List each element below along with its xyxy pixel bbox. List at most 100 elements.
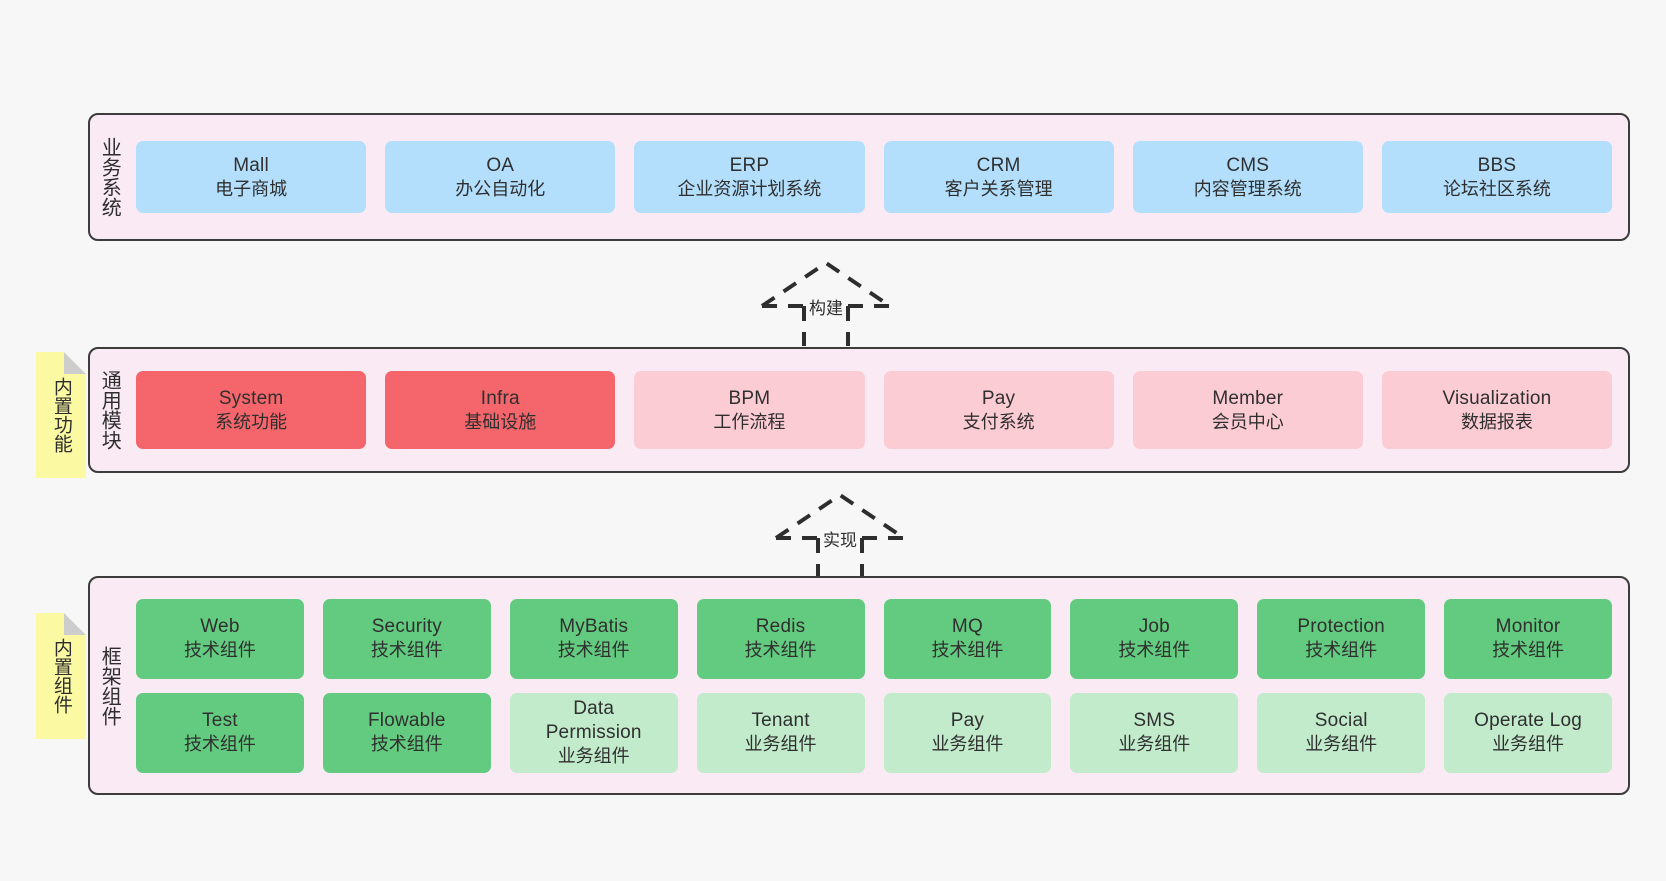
card-monitor[interactable]: Monitor 技术组件 xyxy=(1444,598,1612,679)
layer-business-system[interactable]: 业务系统 Mall 电子商城 OA 办公自动化 ERP 企业资源计划系统 CRM… xyxy=(88,113,1630,241)
note-fold-corner-icon xyxy=(64,352,86,374)
card-title-cn: 技术组件 xyxy=(370,734,443,755)
card-title-en: Member xyxy=(1212,387,1284,409)
card-mq[interactable]: MQ 技术组件 xyxy=(883,598,1052,679)
card-infra[interactable]: Infra 基础设施 xyxy=(385,371,616,449)
arrow-implement: 实现 xyxy=(770,490,920,578)
card-title-en: OA xyxy=(486,154,515,176)
card-title-en: Monitor xyxy=(1495,616,1561,638)
layer-body-common-module: System 系统功能 Infra 基础设施 BPM 工作流程 Pay 支付系统… xyxy=(128,349,1628,471)
card-operate-log[interactable]: Operate Log 业务组件 xyxy=(1444,692,1612,773)
card-title-cn: 论坛社区系统 xyxy=(1442,178,1551,199)
card-title-en: CRM xyxy=(976,154,1021,176)
card-title-cn: 系统功能 xyxy=(215,411,288,432)
card-member[interactable]: Member 会员中心 xyxy=(1132,371,1363,449)
card-flowable[interactable]: Flowable 技术组件 xyxy=(322,692,491,773)
sticky-note-builtin-component: 内置组件 xyxy=(36,613,86,739)
card-title-en: Protection xyxy=(1297,616,1385,638)
card-crm[interactable]: CRM 客户关系管理 xyxy=(883,141,1114,213)
card-title-en: Flowable xyxy=(367,710,446,732)
card-title-en: Pay xyxy=(950,710,985,732)
card-bpm[interactable]: BPM 工作流程 xyxy=(634,371,865,449)
card-title-cn: 业务组件 xyxy=(744,734,817,755)
card-row: System 系统功能 Infra 基础设施 BPM 工作流程 Pay 支付系统… xyxy=(136,371,1613,449)
card-tenant[interactable]: Tenant 业务组件 xyxy=(696,692,865,773)
card-sms[interactable]: SMS 业务组件 xyxy=(1070,692,1239,773)
card-title-cn: 技术组件 xyxy=(370,640,443,661)
card-title-cn: 技术组件 xyxy=(744,640,817,661)
card-protection[interactable]: Protection 技术组件 xyxy=(1257,598,1426,679)
arrow-build: 构建 xyxy=(756,258,906,346)
card-oa[interactable]: OA 办公自动化 xyxy=(385,141,616,213)
card-title-en: Tenant xyxy=(751,710,810,732)
card-title-en: Social xyxy=(1314,710,1368,732)
card-title-cn: 内容管理系统 xyxy=(1193,178,1302,199)
card-title-en: ERP xyxy=(729,154,770,176)
card-cms[interactable]: CMS 内容管理系统 xyxy=(1132,141,1363,213)
card-mybatis[interactable]: MyBatis 技术组件 xyxy=(509,598,678,679)
card-title-cn: 企业资源计划系统 xyxy=(677,178,822,199)
card-title-cn: 数据报表 xyxy=(1460,411,1533,432)
card-title-en: System xyxy=(218,387,284,409)
card-title-en: MyBatis xyxy=(559,616,629,638)
card-title-cn: 工作流程 xyxy=(713,411,786,432)
card-title-cn: 技术组件 xyxy=(183,640,256,661)
card-title-en: Mall xyxy=(233,154,269,176)
card-row: Web 技术组件 Security 技术组件 MyBatis 技术组件 Redi… xyxy=(136,598,1612,679)
note-fold-corner-icon xyxy=(64,613,86,635)
card-pay-component[interactable]: Pay 业务组件 xyxy=(883,692,1052,773)
card-title-cn: 技术组件 xyxy=(1492,640,1565,661)
card-social[interactable]: Social 业务组件 xyxy=(1257,692,1426,773)
card-redis[interactable]: Redis 技术组件 xyxy=(696,598,865,679)
card-title-cn: 业务组件 xyxy=(1118,734,1191,755)
card-title-cn: 业务组件 xyxy=(557,746,630,767)
card-pay[interactable]: Pay 支付系统 xyxy=(883,371,1114,449)
card-title-cn: 技术组件 xyxy=(1305,640,1378,661)
card-job[interactable]: Job 技术组件 xyxy=(1070,598,1239,679)
card-title-cn: 业务组件 xyxy=(931,734,1004,755)
arrow-build-glyph xyxy=(760,260,892,346)
card-title-cn: 基础设施 xyxy=(464,411,537,432)
layer-label-framework-component: 框架组件 xyxy=(98,645,121,726)
layer-common-module[interactable]: 通用模块 System 系统功能 Infra 基础设施 BPM 工作流程 Pay… xyxy=(88,347,1630,473)
arrow-implement-label: 实现 xyxy=(823,531,857,550)
card-visualization[interactable]: Visualization 数据报表 xyxy=(1381,371,1613,449)
arrow-implement-glyph xyxy=(774,492,906,578)
card-title-en: Redis xyxy=(755,616,806,638)
card-erp[interactable]: ERP 企业资源计划系统 xyxy=(634,141,865,213)
card-row: Test 技术组件 Flowable 技术组件 Data Permission … xyxy=(136,692,1612,773)
card-title-cn: 技术组件 xyxy=(1118,640,1191,661)
card-title-en: Data Permission xyxy=(545,698,642,744)
card-system[interactable]: System 系统功能 xyxy=(136,371,367,449)
card-title-cn: 电子商城 xyxy=(215,178,288,199)
card-title-cn: 客户关系管理 xyxy=(944,178,1053,199)
layer-label-common-module: 通用模块 xyxy=(98,370,121,450)
sticky-note-text: 内置组件 xyxy=(50,638,72,714)
card-title-cn: 技术组件 xyxy=(183,734,256,755)
card-title-en: BPM xyxy=(728,387,771,409)
card-test[interactable]: Test 技术组件 xyxy=(136,692,304,773)
card-bbs[interactable]: BBS 论坛社区系统 xyxy=(1381,141,1613,213)
arrow-build-label: 构建 xyxy=(809,299,843,318)
card-title-cn: 业务组件 xyxy=(1492,734,1565,755)
card-title-en: Web xyxy=(200,616,240,638)
card-title-en: Test xyxy=(202,710,238,732)
card-title-en: Infra xyxy=(480,387,520,409)
card-title-cn: 支付系统 xyxy=(962,411,1035,432)
card-title-en: Job xyxy=(1138,616,1170,638)
card-mall[interactable]: Mall 电子商城 xyxy=(136,141,367,213)
layer-body-business-system: Mall 电子商城 OA 办公自动化 ERP 企业资源计划系统 CRM 客户关系… xyxy=(128,115,1628,239)
card-data-permission[interactable]: Data Permission 业务组件 xyxy=(509,692,678,773)
card-web[interactable]: Web 技术组件 xyxy=(136,598,304,679)
card-title-en: Visualization xyxy=(1442,387,1552,409)
sticky-note-builtin-function: 内置功能 xyxy=(36,352,86,478)
card-row: Mall 电子商城 OA 办公自动化 ERP 企业资源计划系统 CRM 客户关系… xyxy=(136,141,1613,213)
card-security[interactable]: Security 技术组件 xyxy=(322,598,491,679)
sticky-note-text: 内置功能 xyxy=(50,377,72,453)
layer-framework-component[interactable]: 框架组件 Web 技术组件 Security 技术组件 MyBatis 技术组件… xyxy=(88,576,1630,795)
card-title-cn: 会员中心 xyxy=(1211,411,1284,432)
card-title-cn: 技术组件 xyxy=(931,640,1004,661)
card-title-cn: 办公自动化 xyxy=(455,178,546,199)
card-title-en: MQ xyxy=(951,616,983,638)
